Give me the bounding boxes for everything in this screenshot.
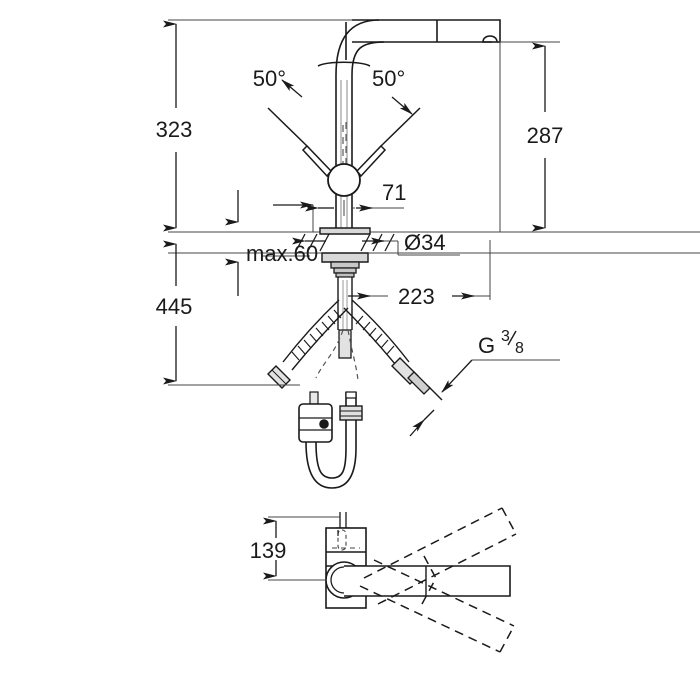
dim-angle-left-label: 50° xyxy=(253,66,286,91)
plan-spout-up-dashed xyxy=(363,507,517,605)
supply-hoses xyxy=(267,299,443,401)
deck-pointer xyxy=(273,201,314,232)
dim-dia34: Ø34 xyxy=(292,230,460,256)
dim-223: 223 xyxy=(348,240,491,309)
dimension-lines-elevation: 323 445 287 max.60 xyxy=(156,19,564,437)
front-elevation-view xyxy=(168,19,700,489)
dim-287: 287 xyxy=(492,41,564,233)
swivel-angle-arc xyxy=(317,61,371,67)
dim-angle-right: 50° xyxy=(372,66,413,115)
plan-top-stem xyxy=(336,512,350,529)
lever-handle-left xyxy=(267,107,332,178)
thread-prefix: G xyxy=(478,333,495,358)
lever-handle-right xyxy=(356,107,421,178)
pullout-hose-weight xyxy=(298,329,363,489)
column-body xyxy=(335,75,353,232)
dim-71-label: 71 xyxy=(382,180,406,205)
dim-angle-right-label: 50° xyxy=(372,66,405,91)
plan-spout-center xyxy=(344,565,511,597)
spout-arm xyxy=(335,19,501,76)
dim-287-label: 287 xyxy=(527,123,564,148)
base-flange xyxy=(319,227,371,278)
fraction-slash xyxy=(507,330,517,346)
threaded-shank xyxy=(337,277,353,359)
dim-max60: max.60 xyxy=(225,190,318,296)
dim-139-label: 139 xyxy=(250,538,287,563)
thread-denominator: 8 xyxy=(515,340,524,357)
label-thread-g38 xyxy=(409,359,560,437)
dim-angle-left: 50° xyxy=(253,66,303,98)
handle-hub xyxy=(327,163,361,197)
dim-dia34-label: Ø34 xyxy=(404,230,446,255)
thread-numerator: 3 xyxy=(501,328,510,345)
dim-445: 445 xyxy=(156,240,300,386)
dim-323-label: 323 xyxy=(156,117,193,142)
plan-spout-down-dashed xyxy=(359,559,515,653)
dim-445-label: 445 xyxy=(156,294,193,319)
dim-223-label: 223 xyxy=(398,284,435,309)
dim-71: 71 xyxy=(305,180,406,216)
plan-swivel-view: 139 xyxy=(250,507,517,653)
dim-max60-label: max.60 xyxy=(246,241,318,266)
dim-323: 323 xyxy=(156,20,193,232)
dim-139: 139 xyxy=(250,516,340,581)
thread-label-text: G 3 8 xyxy=(478,328,524,358)
